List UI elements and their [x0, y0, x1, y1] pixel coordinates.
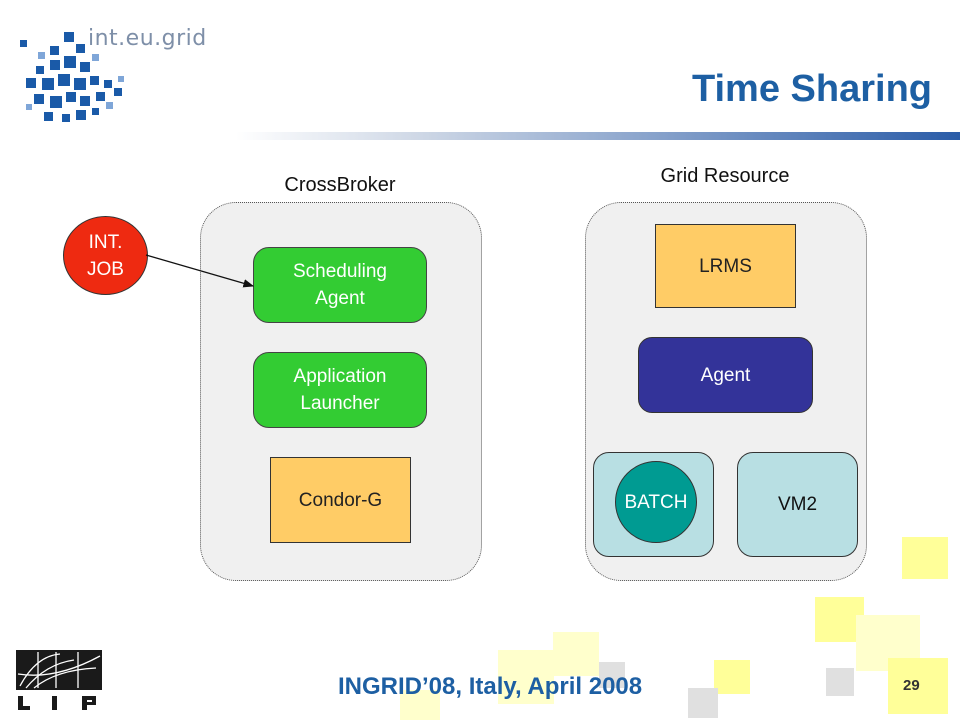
- decor-square: [714, 660, 750, 694]
- condor-g-box: Condor-G: [270, 457, 411, 543]
- batch-circle: BATCH: [615, 461, 697, 543]
- int-job-circle: INT. JOB: [63, 216, 148, 295]
- footer-conference: INGRID’08, Italy, April 2008: [338, 673, 643, 700]
- title-underline: [236, 132, 960, 140]
- decor-square: [688, 688, 718, 718]
- decor-square: [826, 668, 854, 696]
- agent-box: Agent: [638, 337, 813, 413]
- decor-square: [498, 650, 554, 704]
- decor-square: [888, 658, 948, 714]
- decor-square: [553, 632, 599, 676]
- decor-square: [599, 662, 625, 688]
- int-eu-grid-logo: [20, 32, 124, 122]
- decor-square: [902, 537, 948, 579]
- logo-text: int.eu.grid: [88, 26, 207, 51]
- decor-square: [815, 597, 864, 642]
- grid-resource-label: Grid Resource: [660, 165, 790, 187]
- crossbroker-label: CrossBroker: [284, 174, 396, 196]
- decor-square: [400, 690, 440, 720]
- lip-logo: [16, 650, 102, 710]
- application-launcher-box: Application Launcher: [253, 352, 427, 428]
- scheduling-agent-box: Scheduling Agent: [253, 247, 427, 323]
- page-number: 29: [903, 677, 920, 694]
- slide-title: Time Sharing: [691, 68, 932, 110]
- vm2-box: VM2: [737, 452, 858, 557]
- lrms-box: LRMS: [655, 224, 796, 308]
